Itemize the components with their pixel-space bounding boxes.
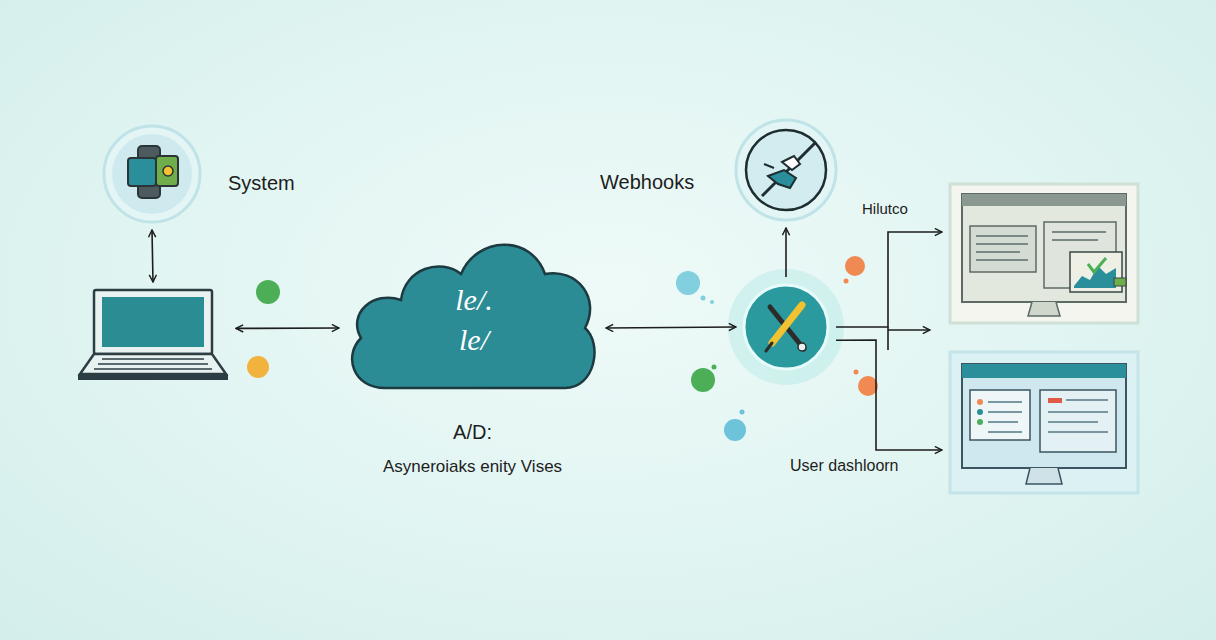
connector-arrow xyxy=(836,340,942,450)
bubble-dot xyxy=(710,300,714,304)
status-dot xyxy=(676,271,700,295)
status-dot xyxy=(691,368,715,392)
tools-circle xyxy=(742,283,830,371)
status-dot xyxy=(724,419,746,441)
connector-arrow xyxy=(152,230,153,282)
node-shape xyxy=(948,350,1140,495)
node-label: User dashloorn xyxy=(790,456,930,475)
diagram-node: Hilutco xyxy=(858,182,1140,325)
node-shape xyxy=(948,182,1140,325)
bubble-dot xyxy=(712,365,717,370)
node-label: Webhooks xyxy=(600,170,720,194)
diagram-node: Webhooks xyxy=(596,118,838,222)
status-dot xyxy=(247,356,269,378)
node-label: Asyneroiaks enity Vises xyxy=(345,457,600,477)
node-label: le/. le/ xyxy=(437,280,511,360)
bubble-dot xyxy=(854,370,859,375)
connector-arrow xyxy=(836,232,942,327)
status-dot xyxy=(858,376,878,396)
connector-arrow xyxy=(785,228,787,277)
diagram-node: le/. le/A/D: Asyneroiaks enity Vises xyxy=(345,228,600,488)
branch-wire xyxy=(887,327,889,350)
status-dot xyxy=(256,280,280,304)
status-dot xyxy=(845,256,865,276)
diagram-node: User dashloorn xyxy=(786,350,1140,500)
monitor-window xyxy=(948,182,1140,325)
webhook-circle xyxy=(734,118,838,222)
connector-arrow xyxy=(236,327,339,329)
node-shape xyxy=(102,124,202,224)
node-shape xyxy=(76,288,230,382)
laptop-icon xyxy=(76,288,230,382)
bubble-dot xyxy=(701,296,706,301)
monitor-dashboard xyxy=(948,350,1140,495)
node-label: A/D: xyxy=(405,420,540,444)
node-label: Hilutco xyxy=(862,200,942,218)
node-shape xyxy=(734,118,838,222)
bubble-dot xyxy=(844,279,849,284)
diagram-node xyxy=(76,288,230,382)
branch-arrow xyxy=(888,329,930,331)
connector-arrow xyxy=(606,327,736,328)
node-shape xyxy=(742,283,830,371)
tool-halo xyxy=(728,269,844,385)
bubble-dot xyxy=(740,410,745,415)
system-circle xyxy=(102,124,202,224)
diagram-node xyxy=(742,283,830,371)
node-label: System xyxy=(228,171,318,195)
diagram-node: System xyxy=(102,124,302,224)
